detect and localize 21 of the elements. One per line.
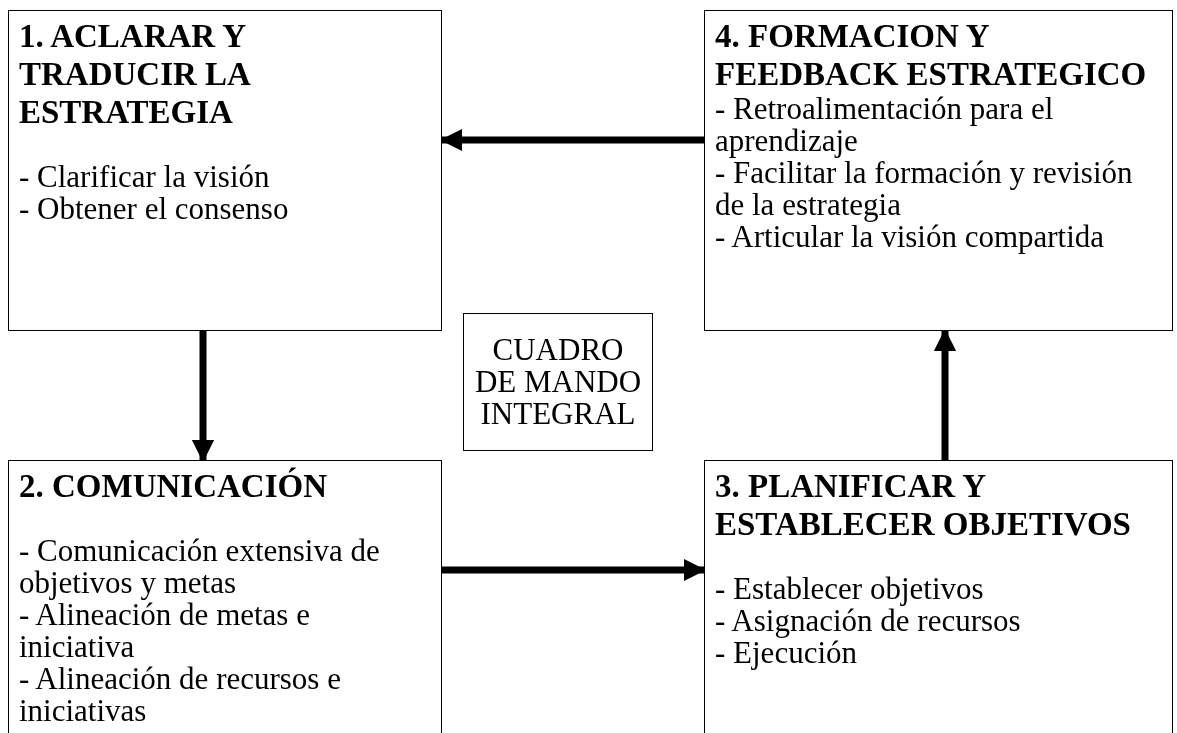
bullet-text: - Comunicación extensiva de objetivos y metas [19,535,381,599]
bullet-text: - Alineación de recursos e iniciativas [19,663,342,727]
bullet-text: - Asignación de recursos [715,605,1021,637]
bullet-text: - Retroalimentación para el aprendizaje [715,93,1055,157]
bullet-text: - Establecer objetivos [715,573,984,605]
stage-heading: 2. COMUNICACIÓN [19,467,327,505]
bullet-text: - Facilitar la formación y revisión de la estrategia [715,157,1134,221]
title-text: CUADRO DE MANDO INTEGRAL [473,334,643,430]
stage-heading: 4. FORMACION Y FEEDBACK ESTRATEGICO [715,17,1148,93]
title-box [463,313,653,451]
stage-box [704,460,1173,733]
bullet-text: - Articular la visión compartida [715,221,1105,253]
bullet-text: - Ejecución [715,637,857,669]
bullet-text: - Obtener el consenso [19,193,289,225]
bullet-text: - Alineación de metas e iniciativa [19,599,311,663]
stage-heading: 3. PLANIFICAR Y ESTABLECER OBJETIVOS [715,467,1132,543]
stage-box [8,460,442,733]
stage-heading: 1. ACLARAR Y TRADUCIR LA ESTRATEGIA [19,17,251,131]
stage-box [704,10,1173,331]
bullet-text: - Clarificar la visión [19,161,270,193]
stage-box [8,10,442,331]
